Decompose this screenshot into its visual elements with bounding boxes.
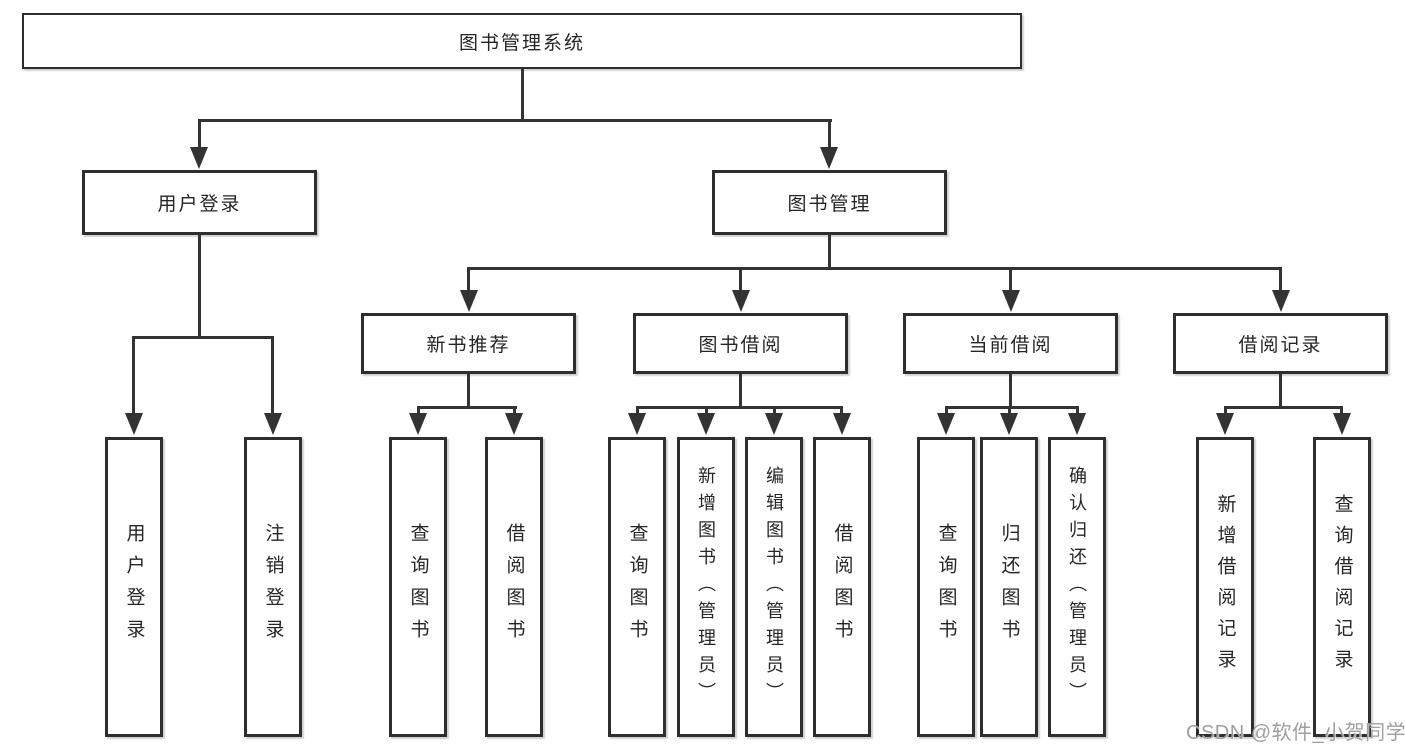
node-root: 图书管理系统 [22, 13, 1022, 69]
leaf-add-book-admin: 新增图书（管理员） [677, 437, 735, 737]
node-user-login-label: 用户登录 [157, 194, 242, 215]
arrow-down-icon [833, 413, 851, 435]
connector-line [467, 267, 1282, 270]
leaf-borrow-books-recommend-label: 借阅图书 [503, 523, 525, 651]
connector-line [636, 406, 639, 418]
connector-line [739, 267, 742, 293]
connector-line [417, 406, 420, 418]
arrow-down-icon [820, 147, 838, 169]
connector-line [198, 119, 201, 151]
arrow-down-icon [264, 413, 282, 435]
leaf-add-borrow-record-label: 新增借阅记录 [1214, 494, 1236, 680]
leaf-return-book: 归还图书 [980, 437, 1038, 737]
node-book-management: 图书管理 [712, 170, 947, 235]
leaf-logout: 注销登录 [244, 437, 302, 737]
arrow-down-icon [1333, 413, 1351, 435]
arrow-down-icon [125, 413, 143, 435]
leaf-borrow-books-label: 借阅图书 [831, 523, 853, 651]
node-user-login: 用户登录 [82, 170, 317, 235]
node-borrow-records-label: 借阅记录 [1238, 335, 1323, 356]
connector-line [198, 235, 201, 338]
connector-line [521, 68, 524, 122]
leaf-query-books-recommend: 查询图书 [389, 437, 447, 737]
node-current-borrow-label: 当前借阅 [968, 335, 1053, 356]
arrow-down-icon [937, 413, 955, 435]
connector-line [828, 119, 831, 151]
leaf-confirm-return-admin: 确认归还（管理员） [1048, 437, 1106, 737]
leaf-borrow-books: 借阅图书 [813, 437, 871, 737]
connector-line [840, 406, 843, 418]
connector-line [945, 406, 1079, 409]
arrow-down-icon [505, 413, 523, 435]
connector-line [132, 336, 274, 339]
leaf-user-login: 用户登录 [105, 437, 163, 737]
arrow-down-icon [460, 290, 478, 312]
node-new-book-recommend-label: 新书推荐 [426, 335, 511, 356]
node-borrow-records: 借阅记录 [1173, 313, 1388, 374]
arrow-down-icon [697, 413, 715, 435]
arrow-down-icon [1216, 413, 1234, 435]
connector-line [1224, 406, 1343, 409]
leaf-add-book-admin-label: 新增图书（管理员） [696, 465, 716, 709]
leaf-return-book-label: 归还图书 [998, 523, 1020, 651]
arrow-down-icon [1272, 290, 1290, 312]
node-root-label: 图书管理系统 [458, 32, 585, 54]
leaf-user-login-label: 用户登录 [123, 523, 145, 651]
leaf-edit-book-admin-label: 编辑图书（管理员） [764, 465, 784, 709]
arrow-down-icon [409, 413, 427, 435]
connector-line [828, 235, 831, 269]
csdn-watermark: CSDN @软件_小贺同学 [1186, 722, 1405, 744]
leaf-add-borrow-record: 新增借阅记录 [1196, 437, 1254, 737]
arrow-down-icon [1000, 413, 1018, 435]
connector-line [1076, 406, 1079, 418]
arrow-down-icon [1002, 290, 1020, 312]
node-book-borrow: 图书借阅 [633, 313, 848, 374]
leaf-query-books-current: 查询图书 [917, 437, 975, 737]
connector-line [1009, 374, 1012, 409]
node-current-borrow: 当前借阅 [903, 313, 1118, 374]
connector-line [1224, 406, 1227, 418]
connector-line [705, 406, 708, 418]
connector-line [1009, 267, 1012, 293]
arrow-down-icon [765, 413, 783, 435]
arrow-down-icon [1068, 413, 1086, 435]
leaf-query-borrow-record-label: 查询借阅记录 [1331, 494, 1353, 680]
connector-line [417, 406, 517, 409]
connector-line [636, 406, 843, 409]
leaf-logout-label: 注销登录 [262, 523, 284, 651]
leaf-borrow-books-recommend: 借阅图书 [485, 437, 543, 737]
node-book-management-label: 图书管理 [787, 194, 872, 215]
connector-line [773, 406, 776, 418]
connector-line [132, 336, 135, 418]
connector-line [739, 374, 742, 409]
connector-line [513, 406, 516, 418]
connector-line [1008, 406, 1011, 418]
leaf-query-borrow-record: 查询借阅记录 [1313, 437, 1371, 737]
node-book-borrow-label: 图书借阅 [698, 335, 783, 356]
connector-line [467, 374, 470, 409]
leaf-query-books-borrow: 查询图书 [608, 437, 666, 737]
arrow-down-icon [628, 413, 646, 435]
arrow-down-icon [190, 147, 208, 169]
connector-line [467, 267, 470, 293]
arrow-down-icon [732, 290, 750, 312]
leaf-query-books-recommend-label: 查询图书 [407, 523, 429, 651]
connector-line [945, 406, 948, 418]
leaf-query-books-current-label: 查询图书 [935, 523, 957, 651]
leaf-edit-book-admin: 编辑图书（管理员） [745, 437, 803, 737]
connector-line [271, 336, 274, 418]
leaf-confirm-return-admin-label: 确认归还（管理员） [1067, 465, 1087, 709]
connector-line [198, 119, 832, 122]
node-new-book-recommend: 新书推荐 [361, 313, 576, 374]
leaf-query-books-borrow-label: 查询图书 [626, 523, 648, 651]
connector-line [1279, 267, 1282, 293]
connector-line [1279, 374, 1282, 409]
connector-line [1340, 406, 1343, 418]
